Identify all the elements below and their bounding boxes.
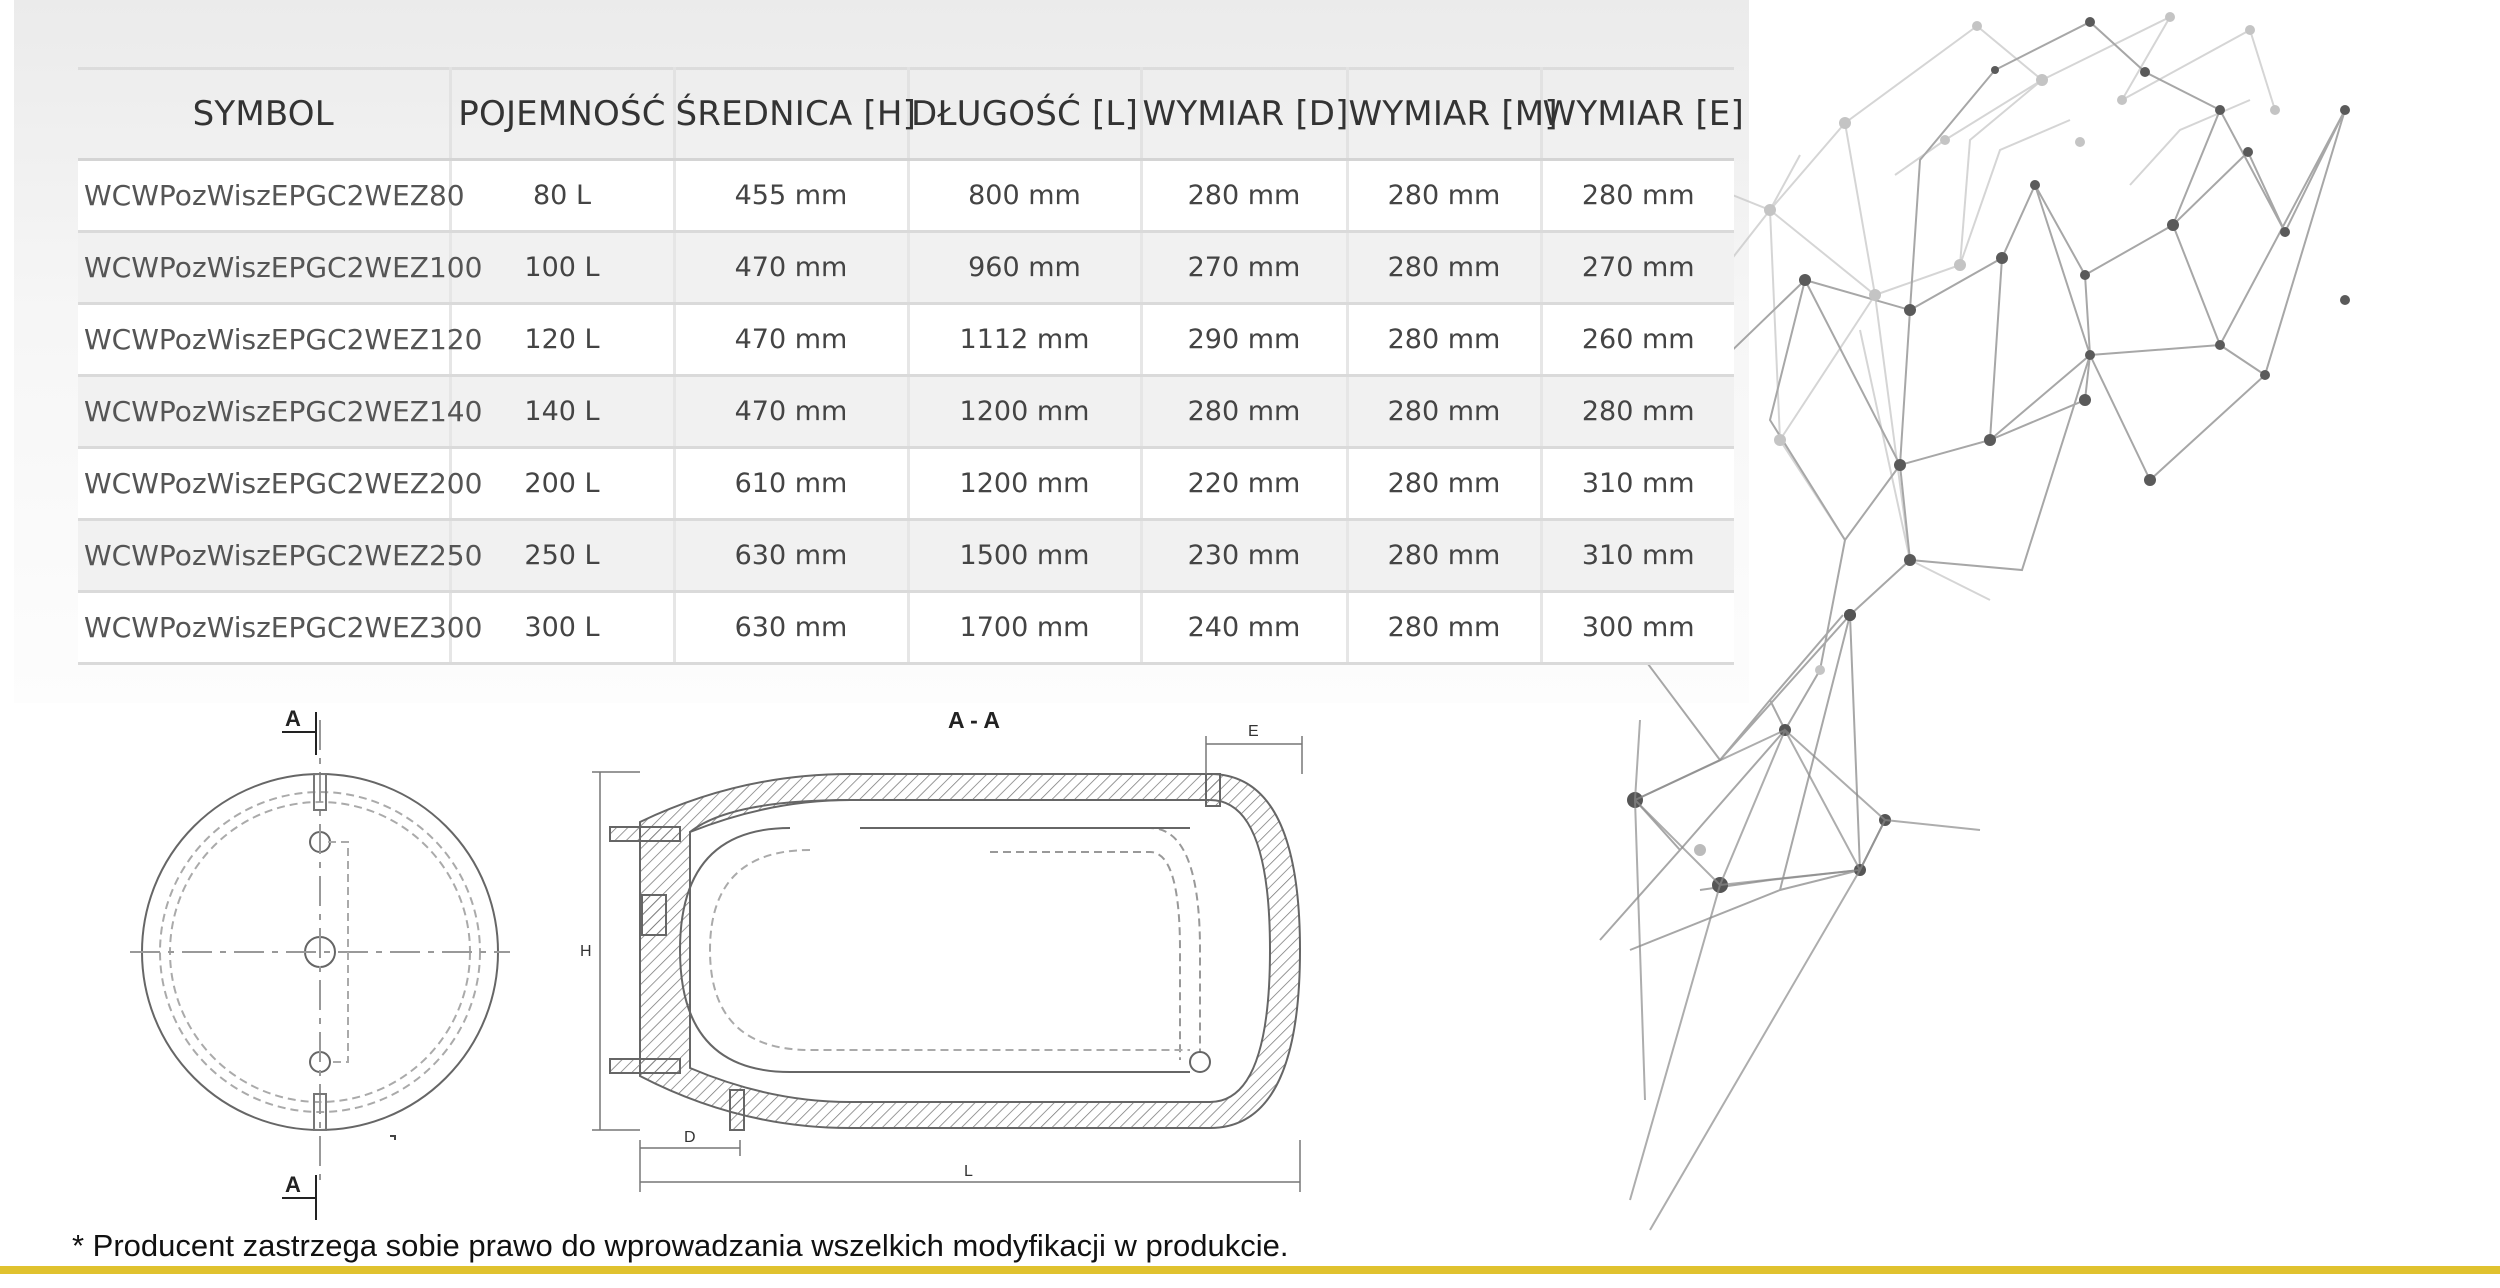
cell-dim-m: 280 mm bbox=[1347, 447, 1543, 521]
cell-diameter: 470 mm bbox=[674, 375, 910, 449]
header-capacity: POJEMNOŚĆ bbox=[450, 67, 676, 161]
table-row: WCWPozWiszEPGC2WEZ120 120 L 470 mm 1112 … bbox=[78, 303, 1734, 377]
table-row: WCWPozWiszEPGC2WEZ140 140 L 470 mm 1200 … bbox=[78, 375, 1734, 449]
section-view-title: A - A bbox=[948, 707, 1000, 733]
header-length: DŁUGOŚĆ [L] bbox=[908, 67, 1143, 161]
cell-length: 1500 mm bbox=[908, 519, 1143, 593]
cell-diameter: 455 mm bbox=[674, 159, 910, 233]
cell-dim-e: 310 mm bbox=[1541, 447, 1734, 521]
header-dim-e: WYMIAR [E] bbox=[1541, 67, 1744, 161]
dimension-l-label: L bbox=[964, 1163, 973, 1180]
dimension-d-label: D bbox=[684, 1129, 696, 1146]
cell-symbol: WCWPozWiszEPGC2WEZ80 bbox=[78, 159, 465, 233]
cell-symbol: WCWPozWiszEPGC2WEZ100 bbox=[78, 231, 482, 305]
cell-length: 960 mm bbox=[908, 231, 1143, 305]
cell-diameter: 470 mm bbox=[674, 231, 910, 305]
section-marker-top: A bbox=[282, 706, 317, 755]
table-row: WCWPozWiszEPGC2WEZ100 100 L 470 mm 960 m… bbox=[78, 231, 1734, 305]
cell-dim-d: 280 mm bbox=[1141, 375, 1349, 449]
cell-dim-d: 290 mm bbox=[1141, 303, 1349, 377]
table-row: WCWPozWiszEPGC2WEZ250 250 L 630 mm 1500 … bbox=[78, 519, 1734, 593]
network-decoration bbox=[1599, 12, 2350, 1231]
cell-dim-m: 280 mm bbox=[1347, 303, 1543, 377]
cell-dim-d: 270 mm bbox=[1141, 231, 1349, 305]
table-header-row: SYMBOL POJEMNOŚĆ ŚREDNICA [H] DŁUGOŚĆ [L… bbox=[78, 67, 1744, 161]
cell-capacity: 140 L bbox=[450, 375, 676, 449]
svg-text:A: A bbox=[285, 1172, 301, 1197]
cell-dim-d: 230 mm bbox=[1141, 519, 1349, 593]
cell-diameter: 610 mm bbox=[674, 447, 910, 521]
accent-bar bbox=[0, 1266, 2500, 1274]
cell-capacity: 200 L bbox=[450, 447, 676, 521]
cell-dim-e: 260 mm bbox=[1541, 303, 1734, 377]
cell-dim-e: 300 mm bbox=[1541, 591, 1734, 665]
cell-capacity: 300 L bbox=[450, 591, 676, 665]
cell-diameter: 630 mm bbox=[674, 519, 910, 593]
cell-capacity: 80 L bbox=[450, 159, 676, 233]
cell-diameter: 630 mm bbox=[674, 591, 910, 665]
cell-dim-e: 280 mm bbox=[1541, 159, 1734, 233]
section-marker-bottom: A bbox=[282, 1172, 317, 1220]
cell-dim-e: 270 mm bbox=[1541, 231, 1734, 305]
header-diameter: ŚREDNICA [H] bbox=[674, 67, 916, 161]
cell-symbol: WCWPozWiszEPGC2WEZ120 bbox=[78, 303, 482, 377]
cell-dim-e: 310 mm bbox=[1541, 519, 1734, 593]
cell-dim-e: 280 mm bbox=[1541, 375, 1734, 449]
dimension-lines bbox=[592, 736, 1303, 1192]
cell-dim-m: 280 mm bbox=[1347, 519, 1543, 593]
header-symbol: SYMBOL bbox=[78, 67, 452, 161]
cell-capacity: 250 L bbox=[450, 519, 676, 593]
cell-dim-m: 280 mm bbox=[1347, 231, 1543, 305]
table-row: WCWPozWiszEPGC2WEZ200 200 L 610 mm 1200 … bbox=[78, 447, 1734, 521]
header-dim-m: WYMIAR [M] bbox=[1347, 67, 1558, 161]
cell-dim-d: 280 mm bbox=[1141, 159, 1349, 233]
cell-symbol: WCWPozWiszEPGC2WEZ200 bbox=[78, 447, 482, 521]
header-dim-d: WYMIAR [D] bbox=[1141, 67, 1349, 161]
section-view bbox=[609, 773, 1302, 1131]
footnote: * Producent zastrzega sobie prawo do wpr… bbox=[72, 1228, 1289, 1263]
cell-length: 1200 mm bbox=[908, 447, 1143, 521]
cell-dim-m: 280 mm bbox=[1347, 591, 1543, 665]
specs-table: SYMBOL POJEMNOŚĆ ŚREDNICA [H] DŁUGOŚĆ [L… bbox=[78, 67, 1744, 665]
cell-dim-d: 240 mm bbox=[1141, 591, 1349, 665]
cell-capacity: 120 L bbox=[450, 303, 676, 377]
cell-dim-m: 280 mm bbox=[1347, 375, 1543, 449]
cell-diameter: 470 mm bbox=[674, 303, 910, 377]
cell-capacity: 100 L bbox=[450, 231, 676, 305]
table-row: WCWPozWiszEPGC2WEZ300 300 L 630 mm 1700 … bbox=[78, 591, 1734, 665]
cell-dim-d: 220 mm bbox=[1141, 447, 1349, 521]
table-row: WCWPozWiszEPGC2WEZ80 80 L 455 mm 800 mm … bbox=[78, 159, 1734, 233]
cell-length: 1700 mm bbox=[908, 591, 1143, 665]
cell-symbol: WCWPozWiszEPGC2WEZ300 bbox=[78, 591, 482, 665]
cell-length: 1200 mm bbox=[908, 375, 1143, 449]
svg-text:A: A bbox=[285, 706, 301, 731]
cell-symbol: WCWPozWiszEPGC2WEZ250 bbox=[78, 519, 482, 593]
dimension-e-label: E bbox=[1248, 723, 1259, 740]
cell-symbol: WCWPozWiszEPGC2WEZ140 bbox=[78, 375, 482, 449]
dimension-h-label: H bbox=[580, 943, 592, 960]
front-view bbox=[130, 720, 510, 1180]
cell-length: 1112 mm bbox=[908, 303, 1143, 377]
cell-length: 800 mm bbox=[908, 159, 1143, 233]
cell-dim-m: 280 mm bbox=[1347, 159, 1543, 233]
technical-drawing: A A A - A bbox=[130, 706, 1303, 1220]
